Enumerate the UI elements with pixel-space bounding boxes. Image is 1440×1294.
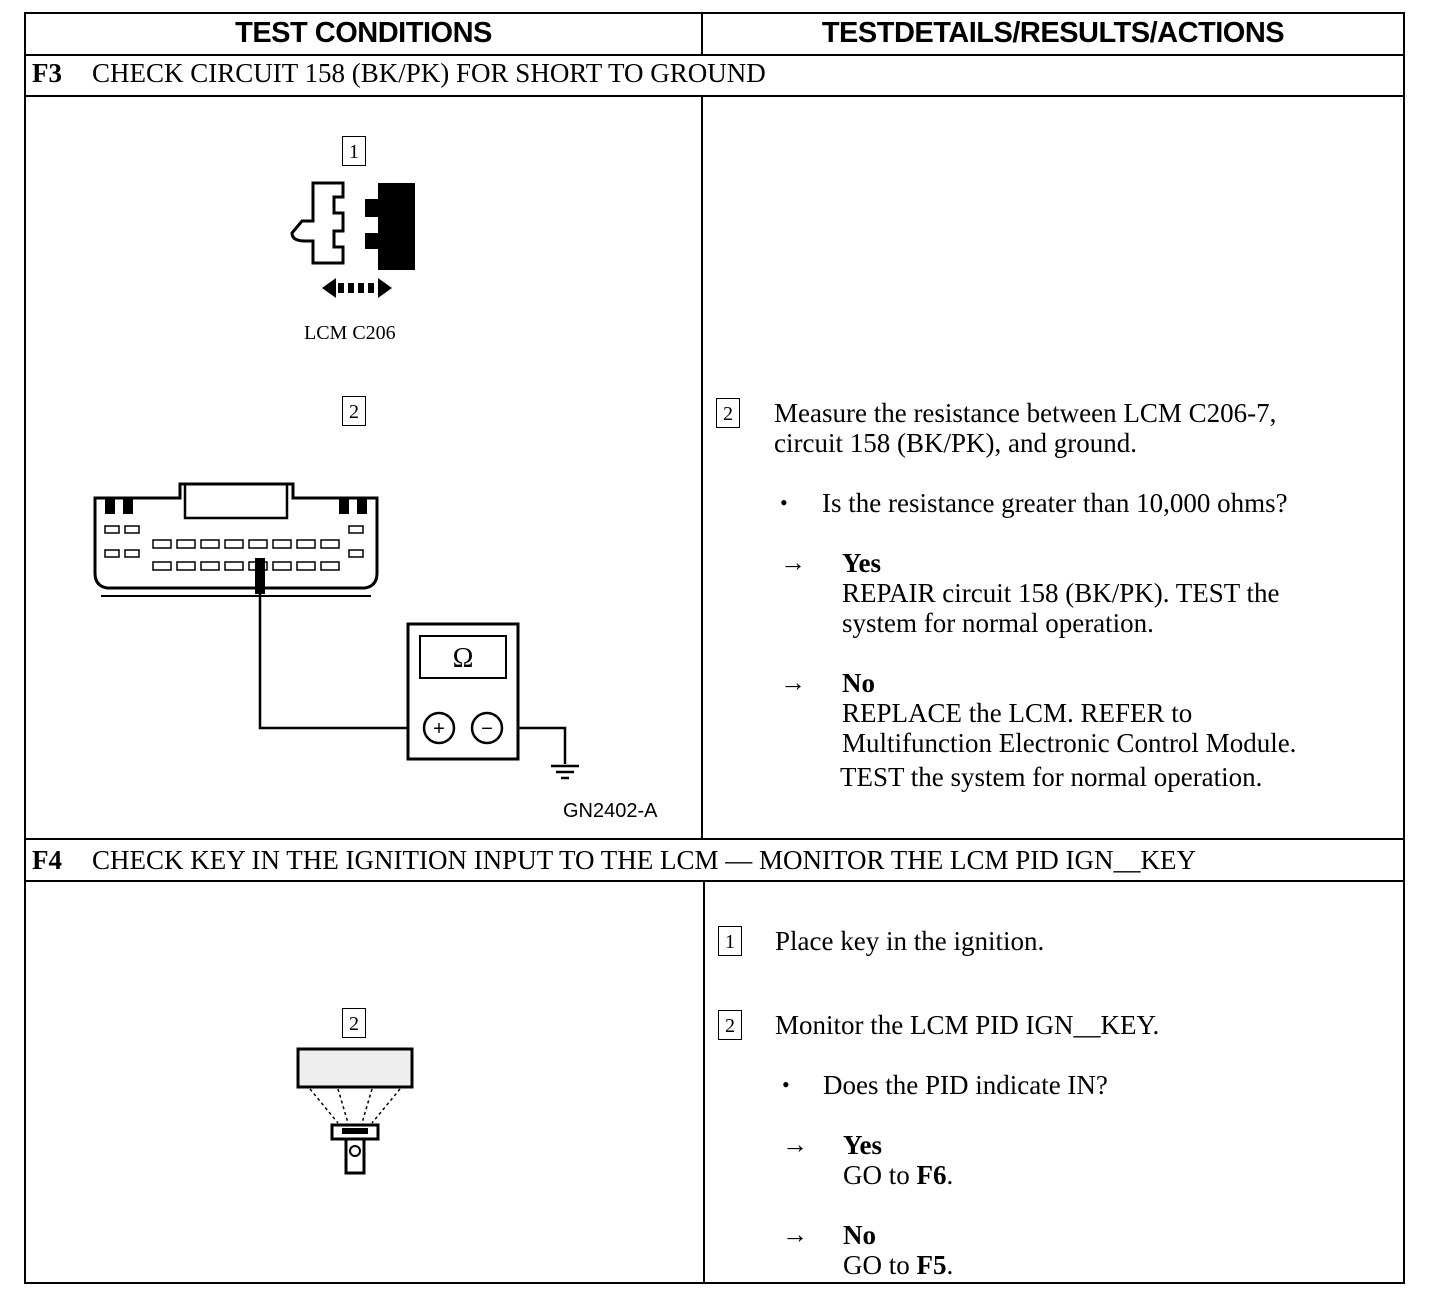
f3-step-id: F3 [32,58,62,88]
f4-yes-prefix: GO to [843,1160,917,1190]
plus-terminal: + [433,718,445,740]
f3-detail-step-box: 2 [716,398,740,428]
connector-disconnect-icon [290,181,415,298]
f3-fig2-step-box: 2 [342,396,366,426]
f4-detail-step2-box: 2 [718,1010,742,1040]
f4-no-label: No [843,1220,876,1250]
ground-icon [551,764,579,780]
f4-title: CHECK KEY IN THE IGNITION INPUT TO THE L… [92,845,1196,875]
minus-terminal: − [481,718,493,740]
f4-step-id: F4 [32,845,62,875]
f3-instruction-line1: Measure the resistance between LCM C206-… [774,398,1277,428]
f3-yes-arrow-icon: → [780,548,806,577]
f4-yes-period: . [946,1160,954,1190]
ohm-symbol: Ω [453,643,474,674]
f4-detail-step1-box: 1 [718,926,742,956]
f4-question: Does the PID indicate IN? [823,1070,1108,1100]
f4-no-prefix: GO to [843,1250,917,1280]
f3-question: Is the resistance greater than 10,000 oh… [822,488,1288,518]
f3-title: CHECK CIRCUIT 158 (BK/PK) FOR SHORT TO G… [92,58,766,88]
f4-yes-target: F6 [916,1160,947,1190]
f3-instruction-line2: circuit 158 (BK/PK), and ground. [774,428,1137,458]
f4-yes-arrow-icon: → [782,1130,808,1159]
f4-yes-label: Yes [843,1130,882,1160]
f4-yes-action: GO to F6. [843,1160,953,1190]
f3-yes-line2: system for normal operation. [842,608,1154,638]
f3-no-line3: TEST the system for normal operation. [840,762,1263,792]
f3-fig2-caption: GN2402-A [563,800,658,822]
f3-no-line1: REPLACE the LCM. REFER to [842,698,1193,728]
f4-no-period: . [946,1250,954,1280]
f3-no-label: No [842,668,875,698]
f4-fig-step-box: 2 [342,1008,366,1038]
ohmmeter-connector-diagram: Ω + − [93,482,579,780]
f4-no-action: GO to F5. [843,1250,953,1280]
f3-question-bullet: • [780,490,788,515]
f4-no-target: F5 [916,1250,947,1280]
header-test-conditions: TEST CONDITIONS [235,17,492,49]
f3-yes-label: Yes [842,548,881,578]
f3-yes-line1: REPAIR circuit 158 (BK/PK). TEST the [842,578,1280,608]
f4-title-row: F4 CHECK KEY IN THE IGNITION INPUT TO THE… [32,845,1196,876]
f3-fig1-caption: LCM C206 [304,322,396,344]
header-test-details: TESTDETAILS/RESULTS/ACTIONS [821,17,1285,49]
f4-question-bullet: • [782,1072,790,1097]
f4-step2-text: Monitor the LCM PID IGN__KEY. [775,1010,1160,1040]
f3-fig1-step-box: 1 [342,136,366,166]
f3-title-row: F3 CHECK CIRCUIT 158 (BK/PK) FOR SHORT TO… [32,58,766,89]
f3-no-line2: Multifunction Electronic Control Module. [842,728,1297,758]
f4-no-arrow-icon: → [782,1220,808,1249]
f3-no-arrow-icon: → [780,668,806,697]
f4-step1-text: Place key in the ignition. [775,926,1045,956]
ignition-key-icon [296,1047,414,1175]
